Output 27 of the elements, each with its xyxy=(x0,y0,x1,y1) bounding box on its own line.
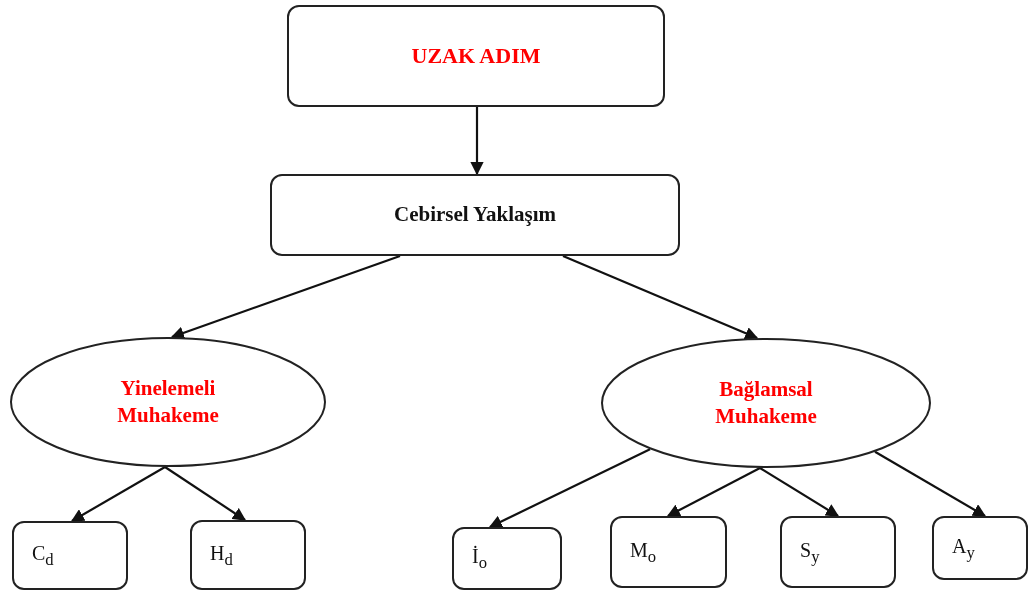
node-label: Cebirsel Yaklaşım xyxy=(394,201,556,229)
arrow xyxy=(874,450,987,517)
node-label: S$_{y}$ xyxy=(800,537,820,568)
node-label: Yinelemeli Muhakeme xyxy=(116,374,220,429)
process-box xyxy=(270,174,680,256)
leaf-box xyxy=(452,527,562,590)
arrow xyxy=(70,466,166,522)
node-label: C$_{d}$ xyxy=(32,541,54,571)
node-label: UZAK ADIM xyxy=(411,41,541,70)
node-label: Bağlamsal Muhakeme xyxy=(714,375,818,430)
title-box xyxy=(287,5,665,107)
leaf-box xyxy=(610,516,727,588)
arrow xyxy=(164,466,247,521)
leaf-box xyxy=(932,516,1028,580)
arrow xyxy=(759,467,840,517)
leaf-box xyxy=(780,516,896,588)
leaf-box xyxy=(12,521,128,590)
node-label: M$_{o}$ xyxy=(630,537,657,568)
arrow xyxy=(488,448,651,528)
node-label: İ$_{o}$ xyxy=(472,544,487,574)
node-label: A$_{y}$ xyxy=(952,533,975,564)
arrow xyxy=(666,467,761,517)
node-label: H$_{d}$ xyxy=(210,540,233,571)
arrow xyxy=(470,107,484,176)
arrow xyxy=(562,255,759,340)
arrow xyxy=(170,254,401,340)
leaf-box xyxy=(190,520,306,590)
